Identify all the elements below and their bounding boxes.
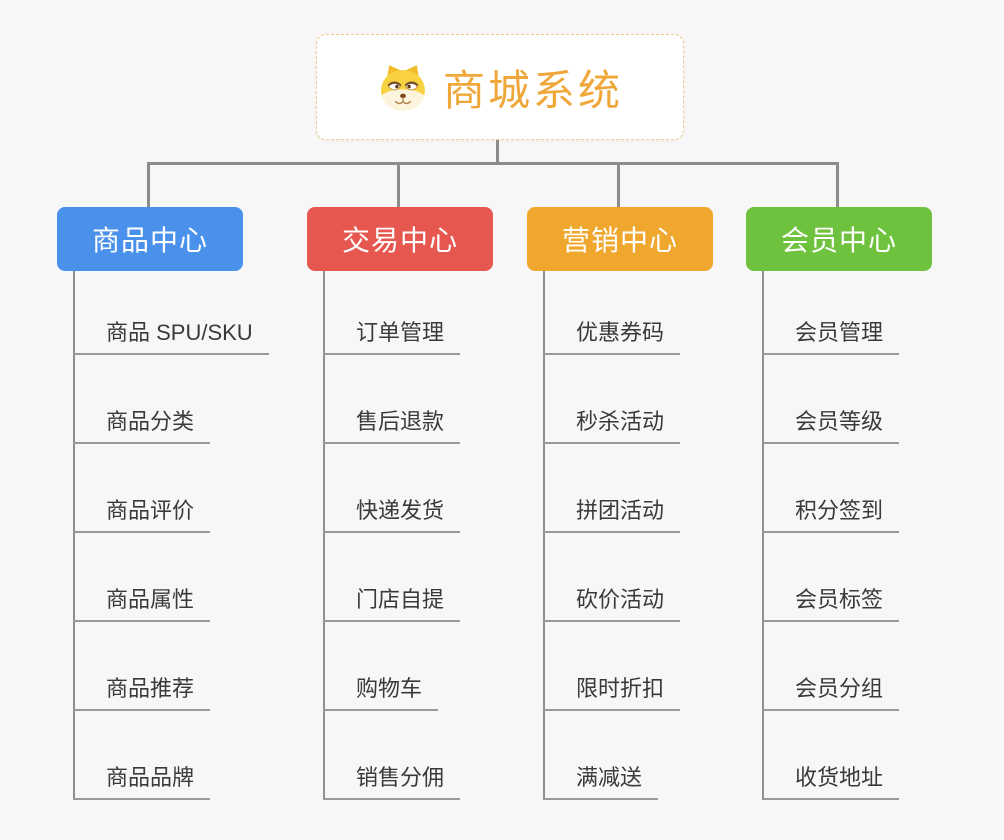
child-node[interactable]: 满减送 xyxy=(543,763,659,800)
connector-drop xyxy=(617,162,620,207)
child-node[interactable]: 会员管理 xyxy=(762,318,900,355)
child-node[interactable]: 优惠券码 xyxy=(543,318,681,355)
doge-icon xyxy=(381,65,425,111)
branch-children-trade-center: 订单管理 售后退款 快递发货 门店自提 购物车 销售分佣 xyxy=(323,271,563,811)
child-node[interactable]: 收货地址 xyxy=(762,763,900,800)
child-node[interactable]: 快递发货 xyxy=(323,496,461,533)
branch-connector-line xyxy=(73,271,75,800)
connector-drop xyxy=(397,162,400,207)
root-node[interactable]: 商城系统 xyxy=(316,34,684,140)
child-node[interactable]: 秒杀活动 xyxy=(543,407,681,444)
child-node[interactable]: 商品推荐 xyxy=(73,674,211,711)
child-node[interactable]: 商品品牌 xyxy=(73,763,211,800)
child-node[interactable]: 门店自提 xyxy=(323,585,461,622)
child-node[interactable]: 会员等级 xyxy=(762,407,900,444)
child-node[interactable]: 限时折扣 xyxy=(543,674,681,711)
child-node[interactable]: 会员分组 xyxy=(762,674,900,711)
child-node[interactable]: 订单管理 xyxy=(323,318,461,355)
branch-children-marketing-center: 优惠券码 秒杀活动 拼团活动 砍价活动 限时折扣 满减送 xyxy=(543,271,783,811)
child-node[interactable]: 商品分类 xyxy=(73,407,211,444)
connector-drop xyxy=(147,162,150,207)
connector-drop xyxy=(836,162,839,207)
child-node[interactable]: 积分签到 xyxy=(762,496,900,533)
branch-node-trade-center[interactable]: 交易中心 xyxy=(307,207,493,271)
branch-node-member-center[interactable]: 会员中心 xyxy=(746,207,932,271)
child-node[interactable]: 商品 SPU/SKU xyxy=(73,318,269,355)
branch-children-product-center: 商品 SPU/SKU 商品分类 商品评价 商品属性 商品推荐 商品品牌 xyxy=(73,271,313,811)
child-node[interactable]: 购物车 xyxy=(323,674,439,711)
child-node[interactable]: 商品评价 xyxy=(73,496,211,533)
branch-connector-line xyxy=(762,271,764,800)
root-title: 商城系统 xyxy=(442,66,623,114)
branch-connector-line xyxy=(543,271,545,800)
child-node[interactable]: 销售分佣 xyxy=(323,763,461,800)
child-node[interactable]: 拼团活动 xyxy=(543,496,681,533)
child-node[interactable]: 售后退款 xyxy=(323,407,461,444)
connector-bus-line xyxy=(147,162,838,165)
branch-children-member-center: 会员管理 会员等级 积分签到 会员标签 会员分组 收货地址 xyxy=(762,271,1002,811)
connector-root-stub xyxy=(496,140,499,164)
branch-node-marketing-center[interactable]: 营销中心 xyxy=(527,207,713,271)
branch-connector-line xyxy=(323,271,325,800)
child-node[interactable]: 会员标签 xyxy=(762,585,900,622)
child-node[interactable]: 商品属性 xyxy=(73,585,211,622)
child-node[interactable]: 砍价活动 xyxy=(543,585,681,622)
branch-node-product-center[interactable]: 商品中心 xyxy=(57,207,243,271)
